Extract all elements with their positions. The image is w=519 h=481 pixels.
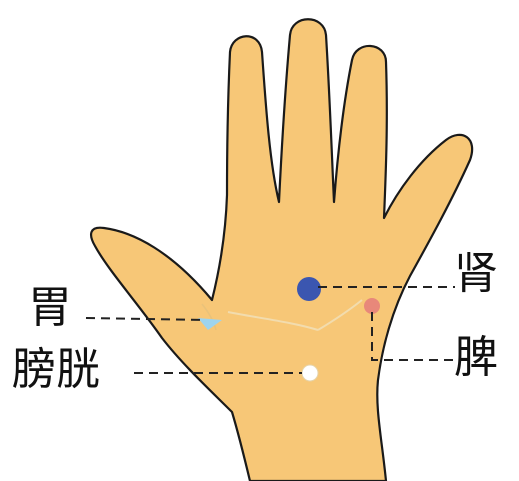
spleen-leader-line: [371, 312, 455, 361]
spleen-point: [364, 298, 380, 314]
spleen-label: 脾: [454, 332, 498, 383]
palm-crease: [227, 311, 319, 331]
bladder-point: [301, 364, 319, 382]
bladder-label: 膀胱: [12, 344, 100, 395]
hand-outline: [89, 18, 474, 481]
stomach-point: [198, 318, 222, 330]
stomach-label: 胃: [28, 282, 72, 333]
kidney-point: [297, 277, 321, 301]
stomach-leader-line: [85, 317, 205, 321]
kidney-label: 肾: [454, 248, 498, 299]
thumb-crease: [201, 303, 217, 331]
palm-crease-2: [317, 299, 363, 331]
